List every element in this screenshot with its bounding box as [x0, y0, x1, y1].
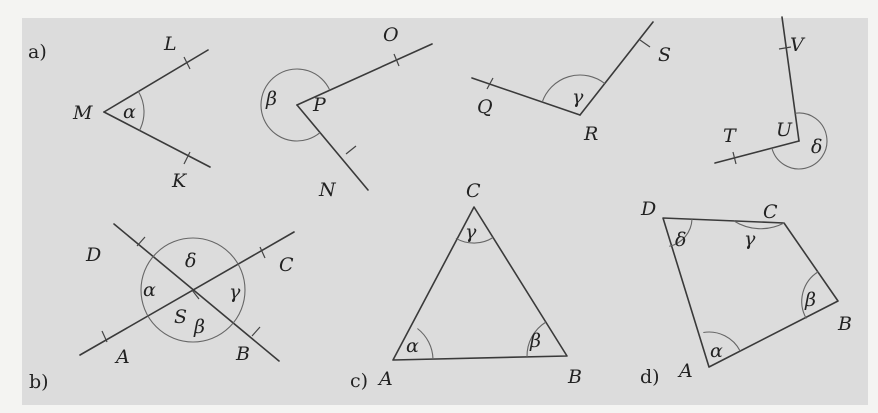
tick-k [183, 151, 191, 165]
tick-t [732, 151, 737, 165]
label-u: U [776, 119, 793, 141]
part-d: d) D C B A δ γ β α [640, 198, 852, 388]
label-v: V [790, 34, 806, 56]
label-r: R [583, 123, 598, 145]
line-db [113, 223, 280, 362]
tick-d [136, 236, 146, 247]
label-alpha-c: α [406, 335, 419, 357]
circle-angles-s [140, 237, 246, 343]
ray-mk [103, 111, 211, 168]
line-ac [79, 231, 295, 356]
label-d: D [85, 244, 101, 266]
arc-delta-u [771, 112, 828, 170]
label-b: B [235, 343, 250, 365]
label-o: O [383, 24, 399, 46]
ray-po [296, 43, 433, 106]
tick-b [251, 326, 261, 337]
tick-v [778, 46, 792, 50]
label-b-vertex: B [567, 366, 582, 388]
triangle-abc [392, 206, 568, 361]
tick-n [345, 145, 357, 155]
label-l: L [163, 33, 177, 55]
ray-uv [781, 16, 800, 142]
label-delta-u: δ [811, 136, 822, 158]
label-c: C [279, 254, 294, 276]
angle-p: O P N β [260, 24, 433, 201]
angle-u: V U T δ [714, 16, 828, 170]
tick-l [183, 56, 191, 70]
ray-pn [296, 104, 369, 191]
label-alpha-b: α [143, 279, 156, 301]
label-beta-p: β [265, 88, 277, 110]
part-b: b) D C A B S δ α γ β [29, 223, 295, 393]
arc-gamma-c [455, 237, 494, 244]
label-beta-c: β [529, 330, 541, 352]
label-q: Q [477, 96, 493, 118]
label-n: N [318, 179, 337, 201]
label-gamma-r: γ [572, 86, 584, 108]
label-gamma-c: γ [465, 221, 477, 243]
arc-gamma-r [541, 74, 606, 103]
tick-q [486, 77, 494, 90]
arc-beta-d [801, 271, 819, 319]
ray-ut [714, 140, 800, 164]
tick-a [101, 330, 108, 343]
label-c-vertex-d: C [763, 201, 778, 223]
label-a-vertex: A [377, 368, 393, 390]
tick-o [393, 53, 400, 67]
label-p: P [312, 94, 327, 116]
arc-alpha-c [417, 328, 434, 360]
arc-beta-c [526, 321, 547, 357]
part-b-label: b) [29, 371, 49, 393]
arc-alpha-d [703, 331, 741, 352]
part-c: c) C A B γ α β [350, 180, 582, 392]
label-beta-d: β [804, 289, 816, 311]
label-s: S [658, 44, 671, 66]
arc-alpha-m [137, 91, 145, 131]
arc-beta-p [260, 68, 331, 142]
tick-s [639, 39, 651, 48]
label-s: S [174, 306, 187, 328]
label-t: T [723, 125, 737, 147]
label-delta-d: δ [675, 229, 686, 251]
label-b-vertex-d: B [837, 313, 852, 335]
part-d-label: d) [640, 366, 660, 388]
angle-m: M L K α [72, 33, 211, 192]
label-alpha-d: α [710, 340, 723, 362]
label-k: K [171, 170, 188, 192]
part-c-label: c) [350, 370, 368, 392]
angle-r: Q R S γ [471, 21, 671, 145]
figure-panel [22, 18, 868, 405]
tick-c [259, 246, 266, 259]
ray-ml [103, 49, 209, 113]
arc-gamma-d [733, 220, 785, 230]
label-beta-b: β [193, 316, 205, 338]
part-a-label: a) [28, 41, 47, 63]
label-c-vertex: C [466, 180, 481, 202]
ray-rs [579, 21, 654, 116]
label-a: A [114, 346, 130, 368]
label-alpha-m: α [123, 101, 136, 123]
label-gamma-b: γ [229, 281, 241, 303]
label-m: M [72, 102, 93, 124]
label-a-vertex-d: A [677, 360, 693, 382]
tick-s [191, 289, 200, 300]
label-delta-b: δ [185, 250, 196, 272]
arc-delta-d [669, 219, 693, 247]
label-gamma-d: γ [744, 228, 756, 250]
label-d-vertex: D [640, 198, 656, 220]
